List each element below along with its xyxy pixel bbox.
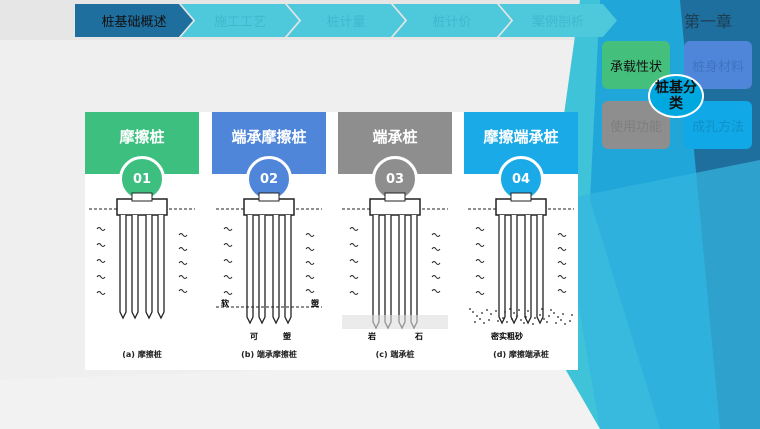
soil-label: 软 [221,299,229,308]
soil-label: 塑 [311,299,319,308]
nav-tab-measurement[interactable]: 桩计量 [287,4,405,37]
pile-diagram [468,192,574,325]
pile-diagram [89,192,195,320]
nav-tab-construction[interactable]: 施工工艺 [181,4,299,37]
pile-types-panel: 摩擦桩 01 端承摩擦桩 02 端承桩 03 摩擦端承桩 04 (a) 摩擦桩 … [85,112,578,370]
soil-label: 岩 [368,332,376,341]
soil-label: 石 [415,332,423,341]
soil-label: 可 [250,332,258,341]
nav-tab-pricing[interactable]: 桩计价 [393,4,511,37]
soil-label: 塑 [283,332,291,341]
pile-diagram [342,192,448,330]
pile-card-end-friction: 端承摩擦桩 02 [212,112,326,202]
pile-card-end-bearing: 端承桩 03 [338,112,452,202]
pile-diagram [216,192,322,325]
chapter-label: 第一章 [684,12,733,31]
card-title: 摩擦端承桩 [464,112,578,174]
pile-card-friction: 摩擦桩 01 [85,112,199,202]
chapter-nav: 桩基础概述 施工工艺 桩计量 桩计价 案例剖析 [75,4,617,37]
nav-tab-cases[interactable]: 案例剖析 [499,4,617,37]
classify-hub: 桩基分类 [648,74,704,118]
nav-tab-overview[interactable]: 桩基础概述 [75,4,193,37]
pile-card-friction-end: 摩擦端承桩 04 [464,112,578,202]
tile-material[interactable]: 桩身材料 [684,41,752,89]
diagram-caption: (a) 摩擦桩 [122,350,162,359]
diagram-caption: (d) 摩擦端承桩 [493,350,549,359]
soil-label: 密实粗砂 [491,332,523,341]
diagram-caption: (b) 端承摩擦桩 [241,350,297,359]
diagram-caption: (c) 端承桩 [375,350,415,359]
